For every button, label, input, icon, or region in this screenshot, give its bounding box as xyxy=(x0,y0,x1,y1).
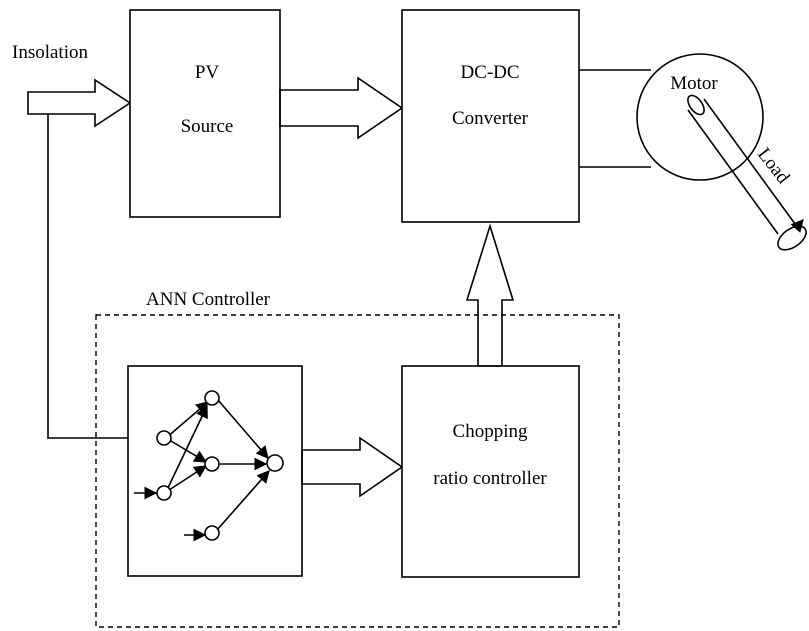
ann-controller-label: ANN Controller xyxy=(146,289,271,310)
insolation-label: Insolation xyxy=(12,42,88,63)
insolation-arrow xyxy=(27,78,132,128)
load-shaft xyxy=(687,94,807,251)
dc-dc-converter-block xyxy=(401,9,580,223)
chopping-label-line1: Chopping xyxy=(453,421,528,442)
nn-node-input-1 xyxy=(156,430,172,446)
ann-to-chopping-arrow xyxy=(301,436,404,498)
pv-to-converter-arrow xyxy=(279,76,404,140)
nn-node-output xyxy=(266,454,284,472)
converter-label-line2: Converter xyxy=(452,108,529,129)
nn-node-hidden-1 xyxy=(204,390,220,406)
pv-source-label-line1: PV xyxy=(195,62,220,83)
pv-source-label-line2: Source xyxy=(181,116,234,137)
converter-label-line1: DC-DC xyxy=(460,62,519,83)
load-label: Load xyxy=(753,144,794,188)
nn-node-input-2 xyxy=(156,485,172,501)
motor-circle xyxy=(636,53,764,181)
nn-node-hidden-3 xyxy=(204,525,220,541)
motor-label: Motor xyxy=(670,73,718,94)
insolation-feed-line xyxy=(47,114,148,445)
pv-source-block xyxy=(129,9,281,218)
neural-network-graph xyxy=(134,390,284,542)
chopping-label-line2: ratio controller xyxy=(433,468,547,489)
chopping-ratio-controller-block xyxy=(401,365,580,578)
ann-controller-region xyxy=(95,314,620,628)
nn-node-hidden-2 xyxy=(204,456,220,472)
chopping-to-converter-arrow xyxy=(465,223,515,367)
